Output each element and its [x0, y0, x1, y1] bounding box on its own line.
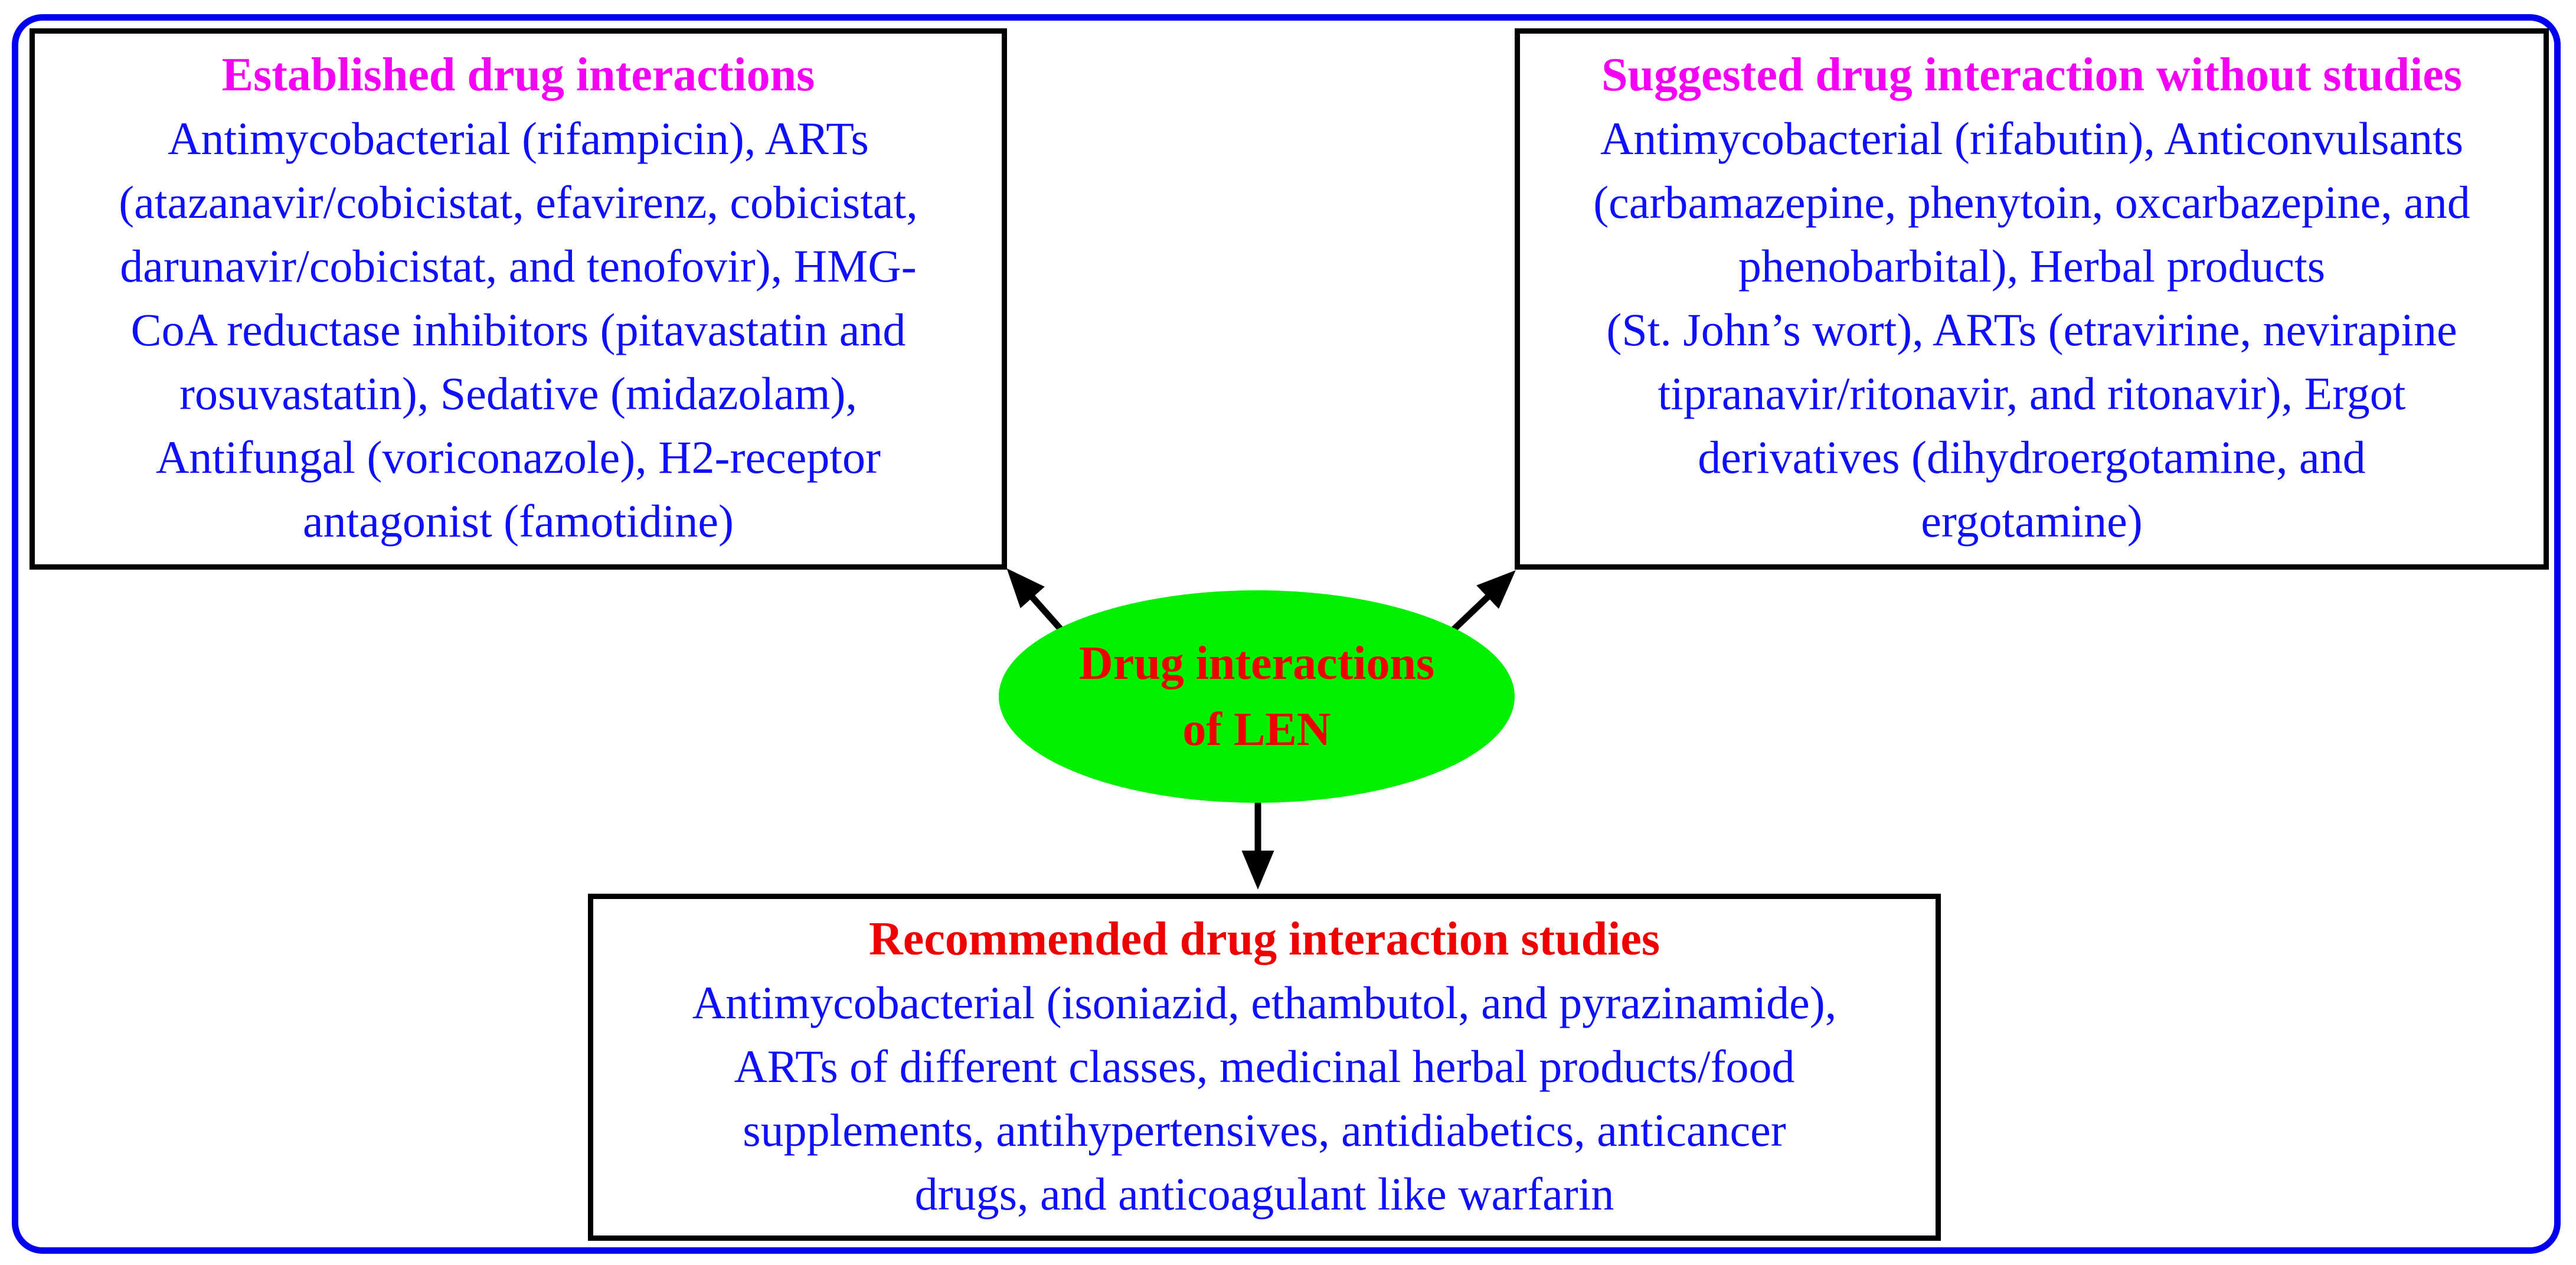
established-box: Established drug interactions Antimycoba…	[30, 28, 1007, 570]
body-line: Antimycobacterial (rifabutin), Anticonvu…	[1600, 113, 2464, 164]
recommended-box: Recommended drug interaction studies Ant…	[588, 894, 1941, 1241]
body-line: (St. John’s wort), ARTs (etravirine, nev…	[1606, 304, 2457, 355]
body-line: darunavir/cobicistat, and tenofovir), HM…	[120, 240, 917, 292]
suggested-box-title: Suggested drug interaction without studi…	[1601, 49, 2462, 101]
body-line: (carbamazepine, phenytoin, oxcarbazepine…	[1593, 176, 2470, 228]
body-line: Antifungal (voriconazole), H2-receptor	[156, 432, 881, 483]
body-line: drugs, and anticoagulant like warfarin	[914, 1168, 1614, 1220]
body-line: rosuvastatin), Sedative (midazolam),	[179, 368, 857, 419]
body-line: tipranavir/ritonavir, and ritonavir), Er…	[1658, 368, 2406, 419]
body-line: ergotamine)	[1921, 495, 2143, 547]
len-ellipse: Drug interactions of LEN	[999, 590, 1515, 803]
body-line: Antimycobacterial (rifampicin), ARTs	[168, 113, 869, 164]
body-line: (atazanavir/cobicistat, efavirenz, cobic…	[119, 176, 918, 228]
body-line: ARTs of different classes, medicinal her…	[734, 1041, 1795, 1092]
body-line: derivatives (dihydroergotamine, and	[1698, 432, 2366, 483]
body-line: phenobarbital), Herbal products	[1738, 240, 2326, 292]
body-line: supplements, antihypertensives, antidiab…	[743, 1104, 1786, 1156]
outer-frame	[12, 14, 2561, 1254]
established-box-title: Established drug interactions	[221, 49, 815, 101]
body-line: CoA reductase inhibitors (pitavastatin a…	[130, 304, 906, 355]
body-line: antagonist (famotidine)	[303, 495, 734, 547]
ellipse-line: of LEN	[1182, 704, 1331, 756]
recommended-box-title: Recommended drug interaction studies	[869, 913, 1660, 965]
suggested-box: Suggested drug interaction without studi…	[1515, 28, 2549, 570]
ellipse-line: Drug interactions	[1078, 638, 1435, 689]
body-line: Antimycobacterial (isoniazid, ethambutol…	[692, 977, 1837, 1028]
